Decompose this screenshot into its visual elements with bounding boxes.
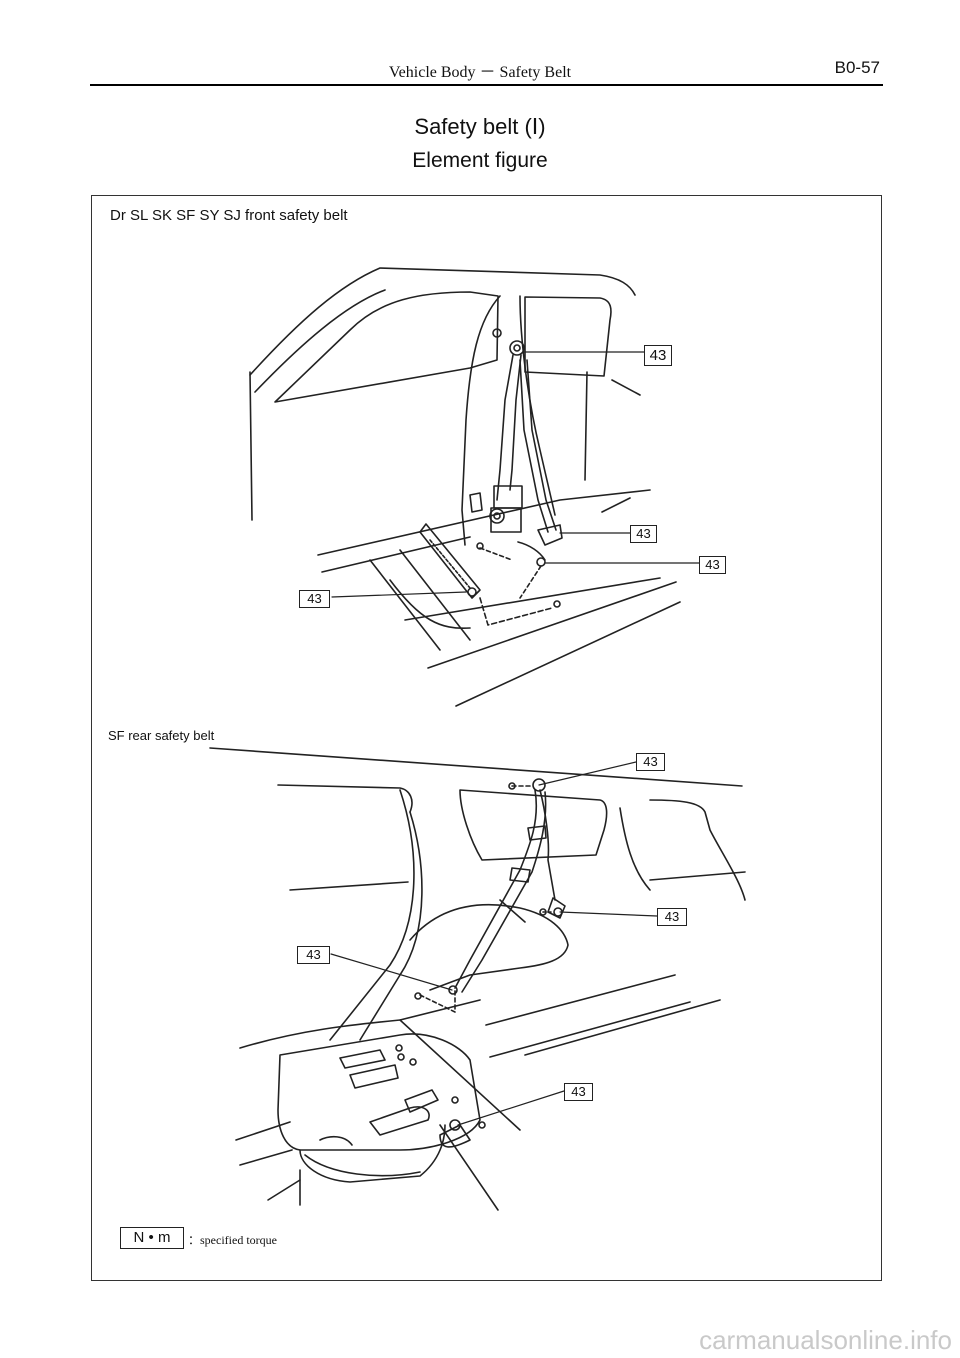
page-title: Safety belt (Ⅰ) [414,114,546,139]
page-number: B0-57 [834,58,880,77]
torque-callout-rear-buckle: 43 [564,1083,593,1101]
watermark-url: carmanualsonline.info [699,1325,952,1355]
torque-callout-rear-retractor: 43 [657,908,687,926]
torque-legend-text: ：specified torque [188,1233,277,1247]
rear-belt-drawing [209,747,746,1211]
front-belt-drawing [249,267,700,707]
torque-unit-legend-box: N • m [120,1227,184,1249]
torque-callout-front-retractor: 43 [630,525,657,543]
torque-callout-front-lap-anchor: 43 [699,556,726,574]
torque-callout-front-buckle: 43 [299,590,330,608]
header-title: Vehicle Body － Safety Belt [388,64,572,81]
torque-callout-front-upper-anchor: 43 [644,345,672,366]
header-divider [90,84,883,86]
page-subtitle: Element figure [412,149,548,172]
front-belt-section-label: Dr SL SK SF SY SJ front safety belt [110,207,348,224]
rear-belt-section-label: SF rear safety belt [108,728,215,743]
torque-callout-rear-upper-anchor: 43 [636,753,665,771]
figure-frame [91,195,882,1281]
torque-callout-rear-lower-anchor: 43 [297,946,330,964]
